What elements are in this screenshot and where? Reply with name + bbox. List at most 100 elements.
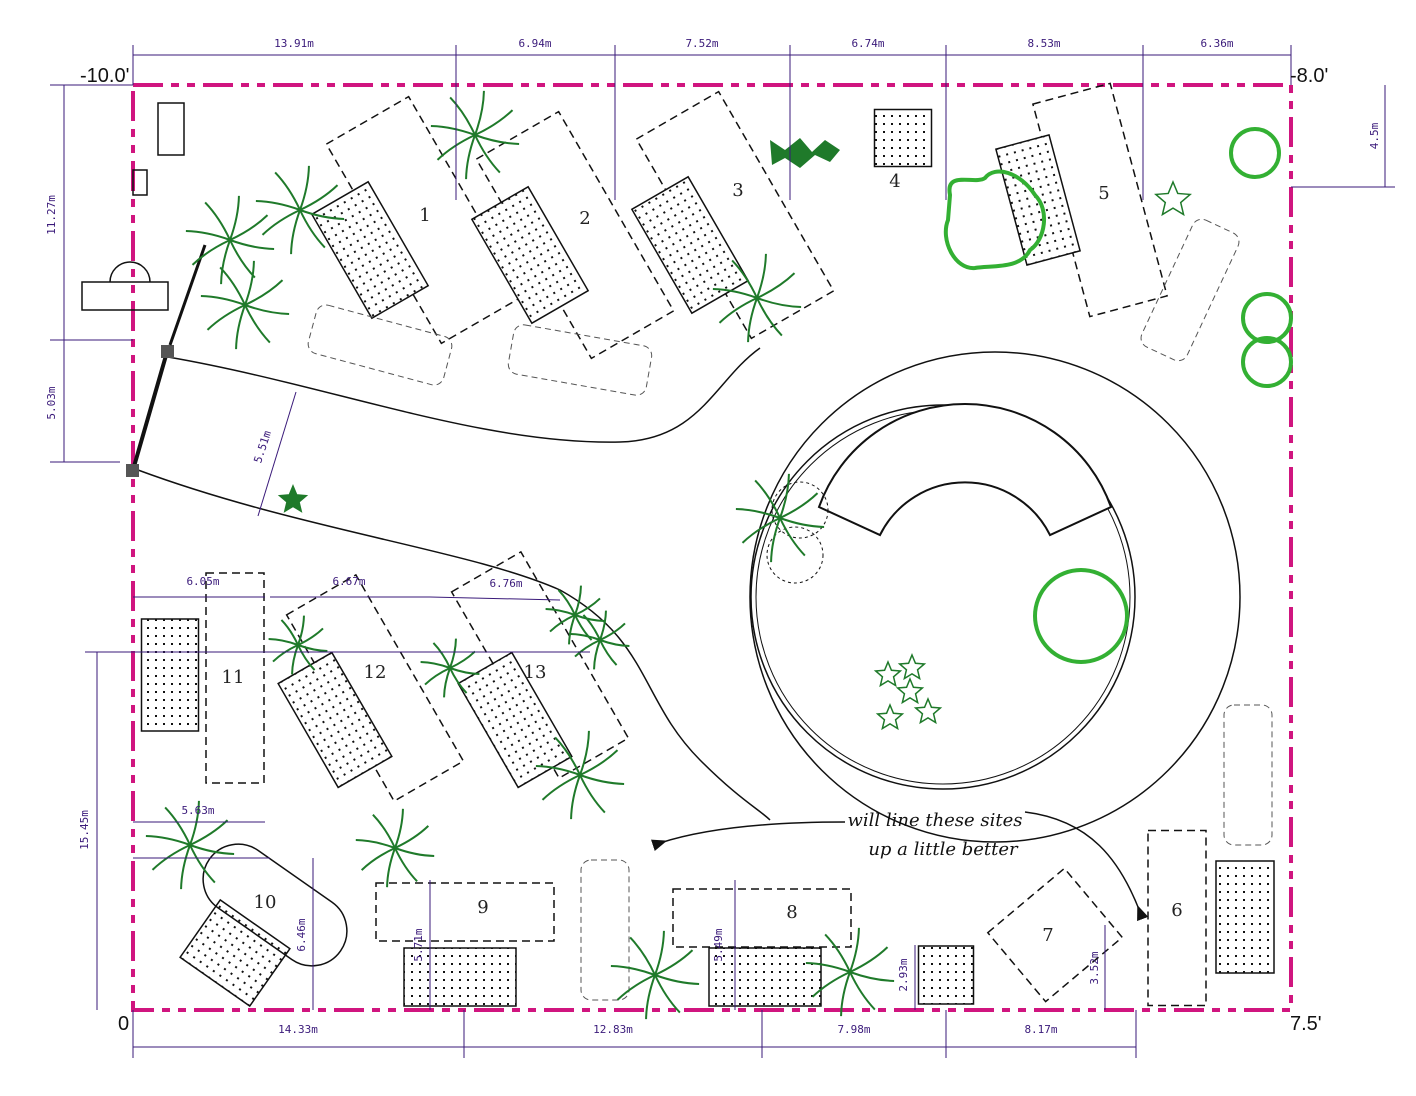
- dashed-circle: [771, 481, 829, 539]
- dim-site13: 6.76m: [489, 577, 522, 590]
- palm-frond: [616, 974, 656, 1001]
- dimension-lines: [50, 45, 1395, 1058]
- dim-bottom-2: 12.83m: [593, 1023, 633, 1036]
- palm-frond: [570, 774, 581, 820]
- palm-frond: [443, 667, 451, 698]
- vegetation-layer: [145, 90, 1293, 1020]
- palm-frond: [599, 622, 626, 641]
- palm-frond: [394, 808, 404, 849]
- dim-top-5: 8.53m: [1027, 37, 1060, 50]
- parking-spot: [507, 324, 653, 396]
- star-plant-icon: [875, 703, 905, 731]
- parking-spot: [580, 859, 630, 1001]
- property-boundary: [131, 83, 1293, 1012]
- shed-small: [132, 169, 148, 196]
- palm-tree-icon: [805, 927, 895, 1017]
- palm-frond: [424, 667, 451, 686]
- site-boundary: [1031, 82, 1169, 318]
- palm-frond: [756, 297, 783, 337]
- palm-frond: [741, 517, 781, 544]
- palm-frond: [185, 230, 231, 241]
- site-number-3: 3: [732, 180, 743, 201]
- palm-frond: [180, 844, 191, 890]
- palm-frond: [290, 209, 301, 255]
- driveway-lower-edge: [137, 469, 771, 821]
- palm-tree-icon: [570, 610, 630, 670]
- parking-spot: [1223, 704, 1273, 846]
- tree-circle-icon: [1241, 292, 1293, 344]
- dimension-line: [257, 391, 297, 517]
- dim-site11: 6.05m: [186, 575, 219, 588]
- dim-site7: 3.52m: [1088, 951, 1101, 984]
- dim-right-upper: 4.5m: [1368, 122, 1381, 149]
- shrub-icon: [943, 169, 1047, 271]
- palm-frond: [574, 597, 601, 616]
- palm-frond: [579, 730, 590, 776]
- palm-frond: [272, 644, 299, 663]
- palm-tree-icon: [145, 800, 235, 890]
- palm-tree-icon: [420, 638, 480, 698]
- palm-tree-icon: [268, 615, 328, 675]
- elevation-top-left: -10.0': [80, 65, 129, 87]
- palm-frond: [360, 847, 396, 871]
- palm-frond: [299, 184, 339, 211]
- camping-pad: [140, 618, 200, 732]
- dim-top-2: 6.94m: [518, 37, 551, 50]
- dim-bottom-1: 14.33m: [278, 1023, 318, 1036]
- palm-frond: [297, 627, 324, 646]
- palm-frond: [756, 297, 802, 308]
- palm-frond: [151, 844, 191, 871]
- entry-door-swing: [109, 261, 151, 283]
- palm-frond: [535, 765, 581, 776]
- palm-frond: [610, 965, 656, 976]
- palm-frond: [582, 614, 601, 641]
- palm-frond: [718, 297, 758, 324]
- dim-site-small: 2.93m: [897, 958, 910, 991]
- driveway-upper-edge: [167, 347, 761, 443]
- star-plant-icon: [873, 660, 903, 688]
- palm-tree-icon: [545, 585, 605, 645]
- parking-spot: [1140, 218, 1240, 362]
- palm-frond: [244, 279, 284, 306]
- palm-frond: [770, 517, 781, 563]
- palm-frond: [474, 90, 485, 136]
- palm-tree-icon: [610, 930, 700, 1020]
- site-boundary: [205, 572, 265, 784]
- palm-frond: [299, 209, 326, 249]
- entry-structure: [81, 281, 169, 311]
- annotation-line-1: will line these sites: [847, 810, 1022, 831]
- palm-frond: [189, 844, 235, 855]
- annotation-line-2: up a little better: [868, 839, 1019, 860]
- palm-frond: [297, 644, 328, 652]
- site-number-1: 1: [419, 205, 430, 226]
- palm-frond: [579, 749, 619, 776]
- palm-frond: [779, 517, 825, 528]
- dim-left-lower: 15.45m: [78, 810, 91, 850]
- palm-frond: [545, 608, 576, 616]
- palm-frond: [754, 479, 781, 519]
- palm-frond: [645, 974, 656, 1020]
- palm-frond: [474, 134, 520, 145]
- palm-frond: [261, 209, 301, 236]
- palm-tree-icon: [255, 165, 345, 255]
- palm-frond: [549, 614, 576, 633]
- palm-frond: [756, 272, 796, 299]
- dim-top-1: 13.91m: [274, 37, 314, 50]
- palm-frond: [432, 642, 451, 669]
- site-number-12: 12: [364, 662, 387, 683]
- palm-tree-icon: [712, 253, 802, 343]
- shed: [157, 102, 185, 156]
- palm-frond: [593, 639, 601, 670]
- palm-frond: [145, 835, 191, 846]
- elevation-bottom-right: 7.5': [1290, 1013, 1322, 1035]
- central-building: [817, 403, 1113, 537]
- ring-road-outer: [749, 351, 1241, 843]
- tree-circle-icon: [1229, 127, 1281, 179]
- palm-frond: [805, 962, 851, 973]
- palm-frond: [712, 288, 758, 299]
- camping-pad: [470, 185, 590, 325]
- palm-frond: [200, 295, 246, 306]
- palm-frond: [255, 200, 301, 211]
- palm-frond: [420, 661, 451, 669]
